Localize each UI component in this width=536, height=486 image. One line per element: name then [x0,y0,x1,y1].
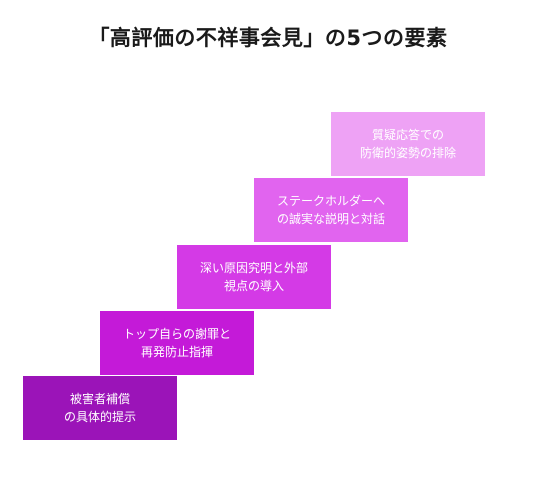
step-label: 質疑応答での 防衛的姿勢の排除 [359,128,456,160]
step-block-1: 被害者補償 の具体的提示 [23,376,177,440]
step-block-5: 質疑応答での 防衛的姿勢の排除 [331,112,485,176]
step-label: トップ自らの謝罪と 再発防止指揮 [122,327,231,359]
step-block-2: トップ自らの謝罪と 再発防止指揮 [100,311,254,375]
step-block-4: ステークホルダーへ の誠実な説明と対話 [254,178,408,242]
step-block-3: 深い原因究明と外部 視点の導入 [177,245,331,309]
step-label: 被害者補償 の具体的提示 [63,392,136,424]
diagram-title: 「高評価の不祥事会見」の5つの要素 [88,26,448,50]
step-label: ステークホルダーへ の誠実な説明と対話 [276,194,385,226]
step-label: 深い原因究明と外部 視点の導入 [199,261,308,293]
